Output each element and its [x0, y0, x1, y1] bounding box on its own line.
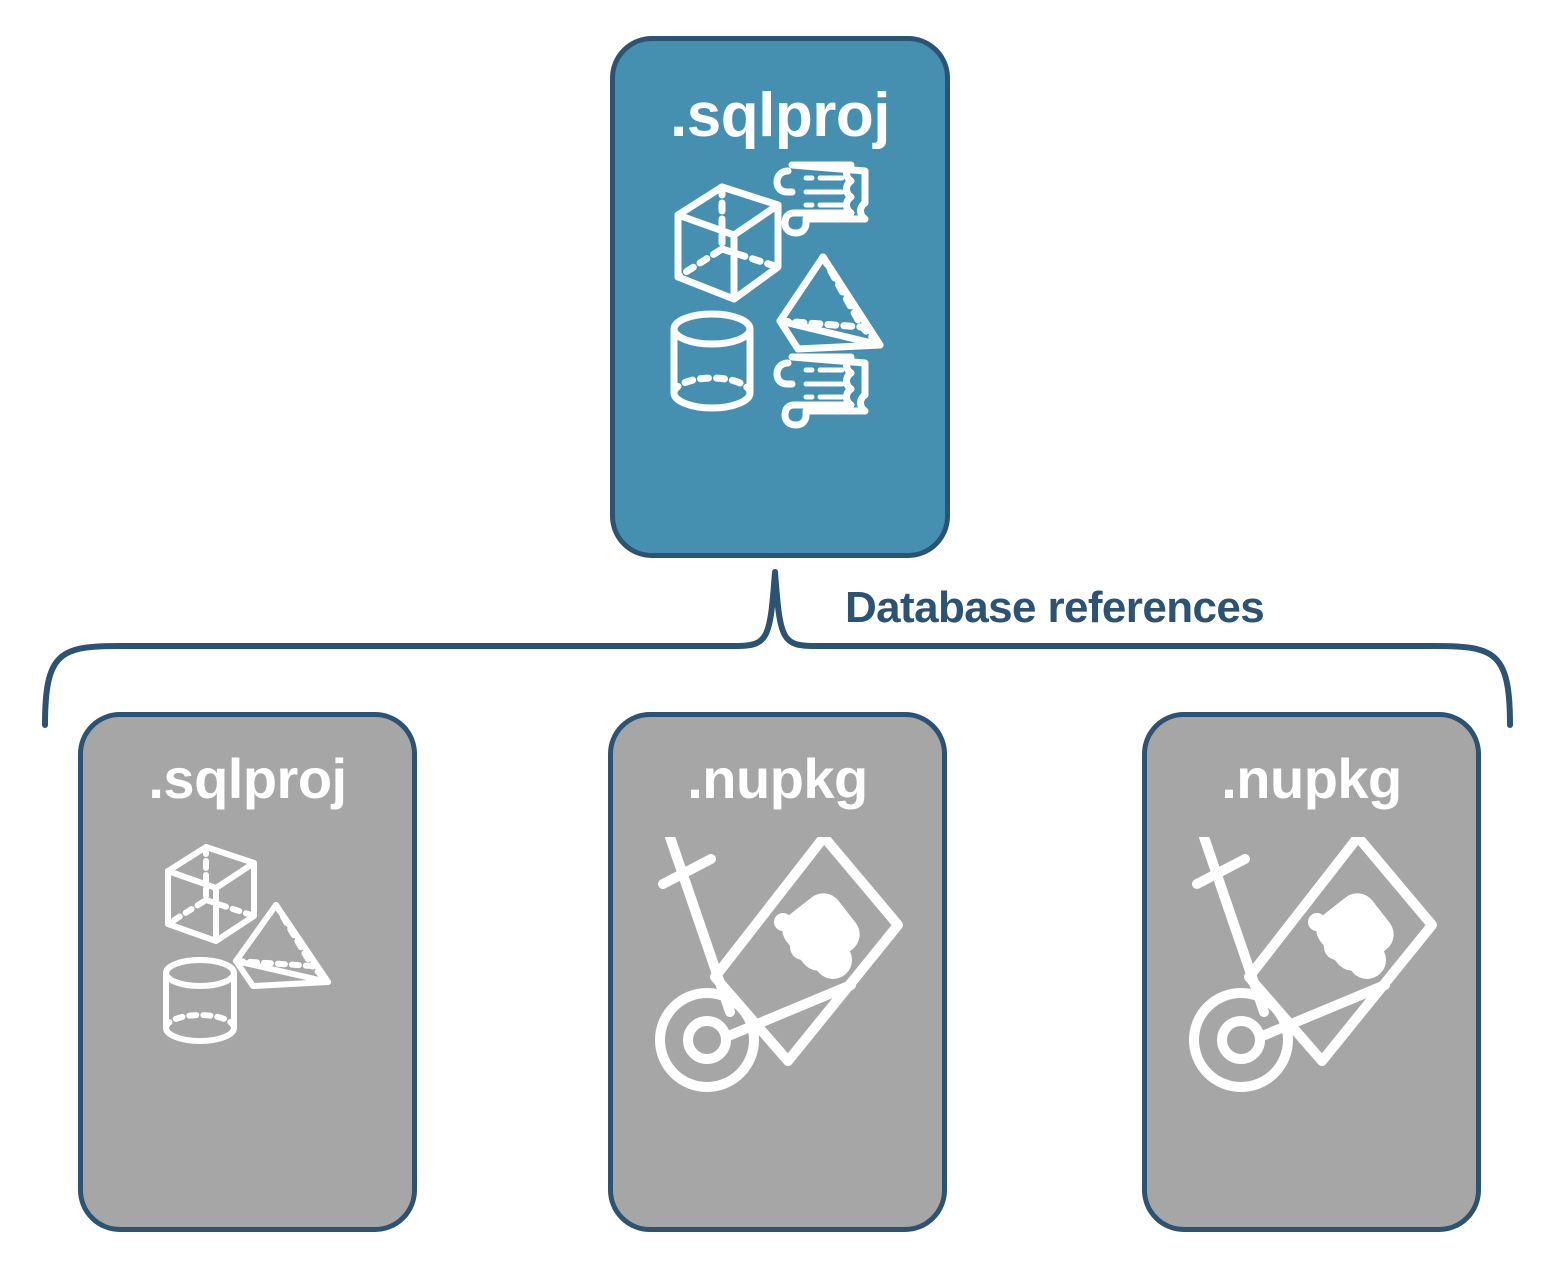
- scroll-icon: [773, 161, 869, 237]
- node-leaf-3-label: .nupkg: [1221, 747, 1402, 810]
- connector-label: Database references: [845, 583, 1265, 632]
- package-logo-icon: [773, 893, 860, 979]
- cube-icon: [674, 183, 782, 303]
- cube-icon: [164, 844, 257, 944]
- node-root-artwork: [615, 147, 945, 553]
- node-root-sqlproj[interactable]: .sqlproj: [610, 36, 950, 558]
- node-leaf-nupkg-2[interactable]: .nupkg: [1142, 712, 1481, 1232]
- node-leaf-1-label: .sqlproj: [148, 747, 347, 810]
- scroll-icon: [773, 353, 869, 429]
- cylinder-icon: [162, 957, 237, 1044]
- pyramid-icon: [232, 902, 331, 989]
- hand-truck-package-icon: [654, 837, 903, 1092]
- cylinder-icon: [670, 310, 754, 412]
- node-leaf-2-label: .nupkg: [687, 747, 868, 810]
- node-leaf-2-artwork: [613, 807, 942, 1227]
- node-leaf-nupkg-1[interactable]: .nupkg: [608, 712, 947, 1232]
- package-logo-icon: [1307, 893, 1394, 979]
- node-leaf-1-artwork: [83, 807, 412, 1227]
- pyramid-icon: [776, 253, 884, 353]
- node-leaf-sqlproj[interactable]: .sqlproj: [78, 712, 417, 1232]
- hand-truck-package-icon: [1188, 837, 1437, 1092]
- node-root-label: .sqlproj: [670, 81, 890, 150]
- node-leaf-3-artwork: [1147, 807, 1476, 1227]
